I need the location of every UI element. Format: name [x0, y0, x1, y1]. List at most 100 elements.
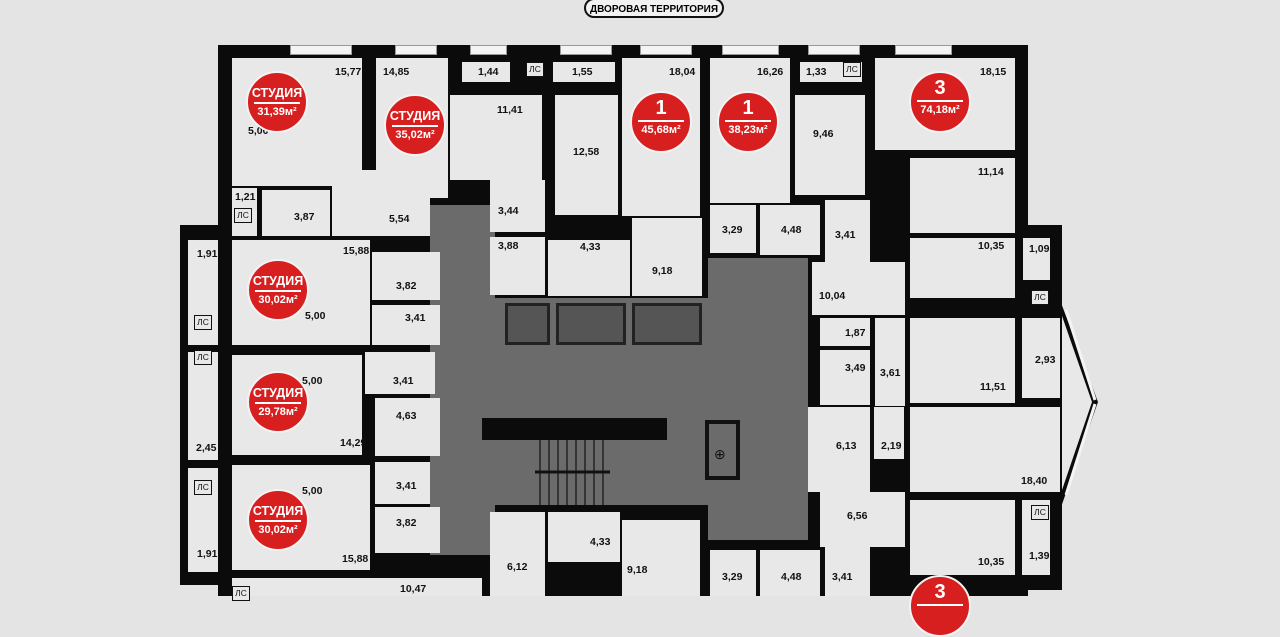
- badge-divider: [254, 102, 300, 104]
- badge-divider: [917, 100, 963, 102]
- room: [622, 520, 700, 596]
- room-area-label: 15,77: [335, 66, 362, 78]
- room: [365, 352, 435, 394]
- room-area-label: 4,48: [781, 224, 802, 236]
- window: [640, 45, 692, 55]
- room-area-label: 12,58: [573, 146, 600, 158]
- apartment-type: СТУДИЯ: [252, 274, 304, 288]
- closet-label: ЛС: [526, 62, 544, 77]
- badge-divider: [255, 290, 301, 292]
- core-corridor-right: [708, 258, 808, 540]
- room-area-label: 9,46: [813, 128, 834, 140]
- room: [450, 95, 542, 180]
- room-area-label: 1,44: [478, 66, 499, 78]
- room-area-label: 11,14: [978, 166, 1004, 178]
- room-area-label: 4,48: [781, 571, 802, 583]
- room-area-label: 11,51: [980, 381, 1006, 393]
- badge-divider: [917, 604, 963, 606]
- room: [910, 238, 1015, 298]
- room: [372, 252, 440, 300]
- room-area-label: 6,56: [847, 510, 868, 522]
- room: [548, 240, 630, 296]
- window: [470, 45, 507, 55]
- window: [560, 45, 612, 55]
- apartment-badge[interactable]: СТУДИЯ 30,02м²: [247, 259, 309, 321]
- closet-label: ЛС: [194, 350, 212, 365]
- room: [760, 550, 820, 596]
- room: [632, 218, 702, 296]
- apartment-type: СТУДИЯ: [389, 109, 441, 123]
- room-area-label: 4,33: [580, 241, 601, 253]
- staircase: [535, 440, 610, 505]
- window: [895, 45, 952, 55]
- room-area-label: 1,39: [1029, 550, 1050, 562]
- window: [395, 45, 437, 55]
- room-area-label: 3,44: [498, 205, 519, 217]
- room-area-label: 16,26: [757, 66, 784, 78]
- badge-divider: [725, 120, 771, 122]
- room: [1022, 318, 1060, 398]
- room-area-label: 9,18: [627, 564, 648, 576]
- room: [710, 205, 756, 253]
- room-area-label: 3,29: [722, 571, 743, 583]
- room: [262, 190, 330, 236]
- room: [820, 492, 905, 547]
- room: [760, 205, 820, 255]
- room-area-label: 3,82: [396, 517, 417, 529]
- room-area-label: 1,33: [806, 66, 827, 78]
- room: [375, 462, 430, 504]
- room-area-label: 15,88: [342, 553, 369, 565]
- room: [372, 305, 440, 345]
- shaft: [705, 420, 740, 480]
- room: [375, 398, 440, 456]
- window: [808, 45, 860, 55]
- room-area-label: 3,61: [880, 367, 901, 379]
- room: [490, 237, 545, 295]
- room: [375, 507, 440, 553]
- room-area-label: 3,41: [393, 375, 414, 387]
- room-area-label: 3,29: [722, 224, 743, 236]
- window: [722, 45, 779, 55]
- room-area-label: 5,00: [302, 375, 323, 387]
- room-area-label: 1,55: [572, 66, 593, 78]
- room-area-label: 3,88: [498, 240, 519, 252]
- room: [874, 407, 904, 459]
- room-area-label: 14,29: [340, 437, 367, 449]
- fire-hydrant-icon: ⊕: [714, 446, 726, 462]
- room: [910, 158, 1015, 233]
- apartment-area: 35,02м²: [395, 129, 435, 141]
- apartment-type: СТУДИЯ: [252, 386, 304, 400]
- room: [490, 512, 545, 596]
- room: [332, 170, 430, 236]
- room: [910, 318, 1015, 403]
- courtyard-label: ДВОРОВАЯ ТЕРРИТОРИЯ: [584, 0, 724, 18]
- apartment-area: 45,68м²: [641, 124, 681, 136]
- apartment-badge[interactable]: 3: [909, 575, 971, 637]
- room: [808, 407, 870, 492]
- apartment-type: СТУДИЯ: [252, 504, 304, 518]
- room: [553, 62, 615, 82]
- apartment-area: 30,02м²: [258, 294, 298, 306]
- room-area-label: 3,82: [396, 280, 417, 292]
- closet-label: ЛС: [194, 480, 212, 495]
- room-area-label: 18,15: [980, 66, 1007, 78]
- elevator-2: [556, 303, 626, 345]
- room-area-label: 1,09: [1029, 243, 1050, 255]
- core-corridor-left: [430, 205, 495, 555]
- room-area-label: 14,85: [383, 66, 410, 78]
- badge-divider: [392, 125, 438, 127]
- badge-divider: [255, 402, 301, 404]
- apartment-badge[interactable]: СТУДИЯ 35,02м²: [384, 94, 446, 156]
- room-area-label: 3,41: [405, 312, 426, 324]
- room-area-label: 2,93: [1035, 354, 1056, 366]
- apartment-area: 31,39м²: [257, 106, 297, 118]
- room-area-label: 11,41: [497, 104, 523, 116]
- room-area-label: 10,04: [819, 290, 846, 302]
- room-area-label: 5,00: [302, 485, 323, 497]
